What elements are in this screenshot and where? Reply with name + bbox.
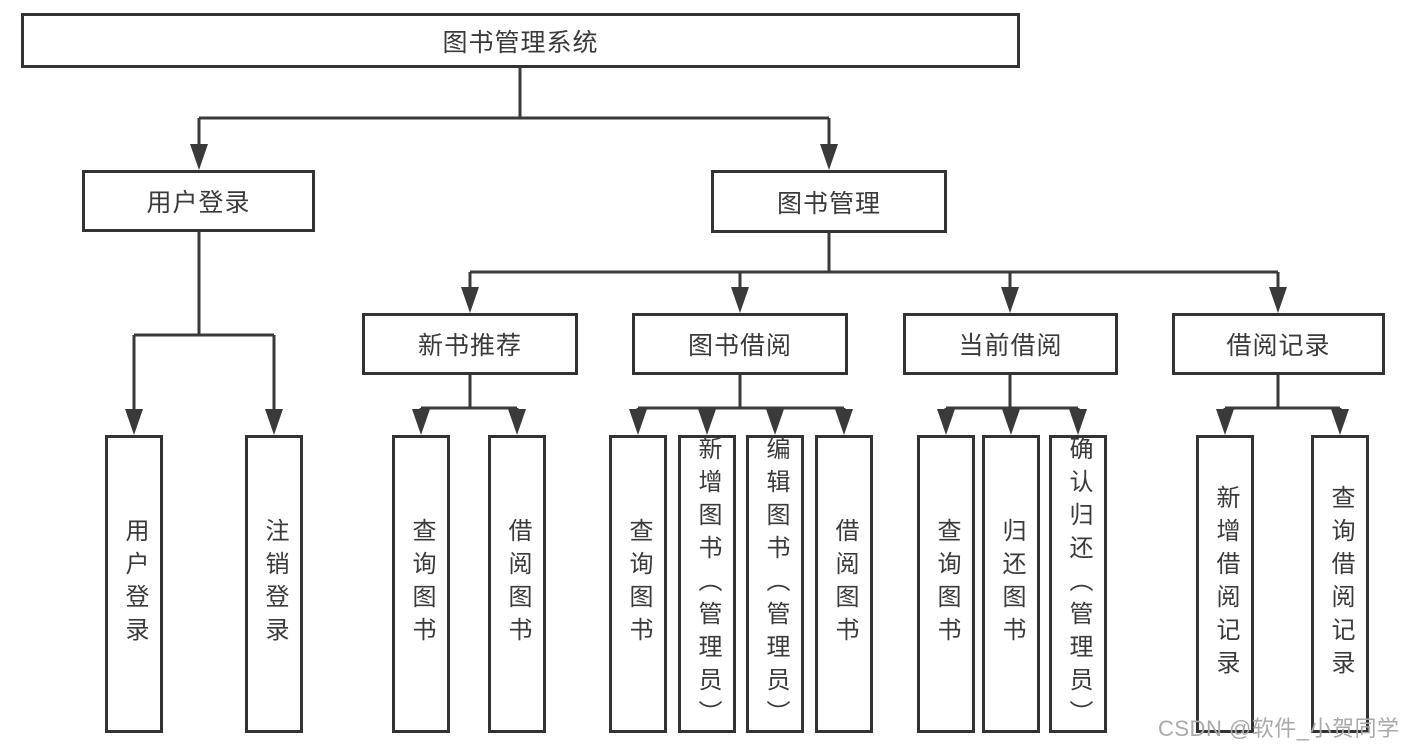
arrowhead-icon	[1216, 409, 1234, 435]
tree-edge-group	[125, 232, 283, 435]
node-root: 图书管理系统	[21, 13, 1020, 68]
node-book-management: 图书管理	[711, 170, 947, 233]
node-return-book: 归还图书	[982, 435, 1040, 733]
arrowhead-icon	[629, 409, 647, 435]
node-add-book-admin: 新增图书（管理员）	[678, 435, 736, 733]
arrowhead-icon	[835, 409, 853, 435]
node-borrow-book-1: 借阅图书	[488, 435, 546, 733]
node-query-book-1: 查询图书	[392, 435, 450, 733]
tree-edge-group	[190, 68, 838, 170]
node-query-book-2: 查询图书	[609, 435, 667, 733]
arrowhead-icon	[731, 287, 749, 313]
arrowhead-icon	[265, 409, 283, 435]
tree-edge-group	[461, 233, 1287, 313]
node-user-login: 用户登录	[82, 170, 315, 232]
arrowhead-icon	[412, 409, 430, 435]
arrowhead-icon	[461, 287, 479, 313]
arrowhead-icon	[698, 409, 716, 435]
node-add-borrow-record: 新增借阅记录	[1196, 435, 1254, 733]
node-user-login-leaf: 用户登录	[105, 435, 163, 733]
arrowhead-icon	[1331, 409, 1349, 435]
node-borrow-record: 借阅记录	[1172, 313, 1385, 375]
tree-edge-group	[412, 375, 526, 435]
node-edit-book-admin: 编辑图书（管理员）	[746, 435, 804, 733]
tree-edge-group	[937, 375, 1087, 435]
arrowhead-icon	[1069, 409, 1087, 435]
tree-edge-group	[629, 375, 853, 435]
node-current-borrow: 当前借阅	[903, 313, 1118, 375]
arrowhead-icon	[1001, 287, 1019, 313]
node-book-borrow: 图书借阅	[632, 313, 848, 375]
node-query-book-3: 查询图书	[917, 435, 975, 733]
arrowhead-icon	[125, 409, 143, 435]
arrowhead-icon	[190, 144, 208, 170]
arrowhead-icon	[820, 144, 838, 170]
arrowhead-icon	[937, 409, 955, 435]
node-confirm-return-admin: 确认归还（管理员）	[1049, 435, 1107, 733]
arrowhead-icon	[766, 409, 784, 435]
node-query-borrow-record: 查询借阅记录	[1311, 435, 1369, 733]
arrowhead-icon	[508, 409, 526, 435]
arrowhead-icon	[1269, 287, 1287, 313]
node-new-book-recommend: 新书推荐	[362, 313, 578, 375]
csdn-watermark: CSDN @软件_小贺同学	[1158, 716, 1400, 741]
tree-edge-group	[1216, 375, 1349, 435]
node-logout: 注销登录	[245, 435, 303, 733]
arrowhead-icon	[1002, 409, 1020, 435]
node-borrow-book-2: 借阅图书	[815, 435, 873, 733]
